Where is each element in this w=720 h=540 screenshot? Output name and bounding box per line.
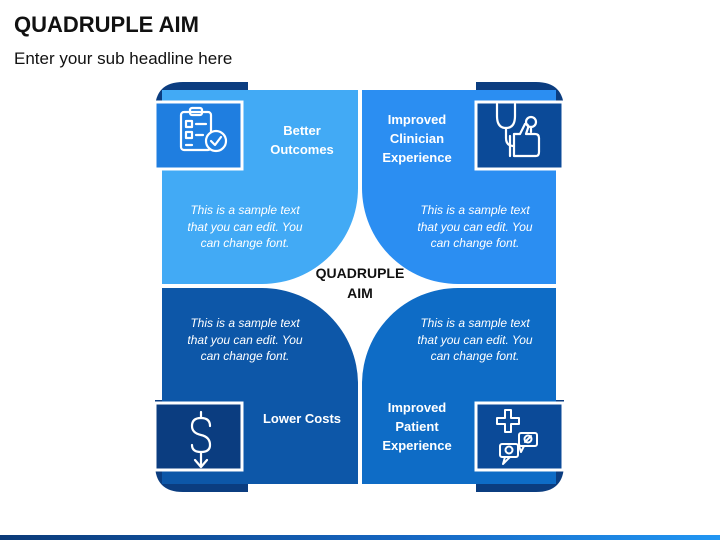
text-top-left: This is a sample text that you can edit.… [187,203,303,250]
stethoscope-thumbs-up-icon [495,102,541,158]
heading-lower-costs: Lower Costs [262,411,341,426]
heading-improved-patient-experience: Improved Patient Experience [382,400,452,453]
page-subtitle: Enter your sub headline here [14,49,233,68]
dollar-down-icon [190,410,212,469]
text-bottom-right: This is a sample text that you can edit.… [417,316,533,363]
medical-chat-icon [496,409,538,465]
icon-box-bottom-left [153,401,244,472]
heading-better-outcomes: Better Outcomes [270,123,334,157]
text-bottom-left: This is a sample text that you can edit.… [187,316,303,363]
heading-improved-clinician-experience: Improved Clinician Experience [382,112,452,165]
center-star [262,188,458,384]
icon-box-top-right [474,100,565,171]
page-title: QUADRUPLE AIM [14,12,199,37]
text-top-right: This is a sample text that you can edit.… [417,203,533,250]
checklist-icon [179,106,228,153]
center-label: QUADRUPLE AIM [315,265,405,301]
bottom-accent-bar [0,535,720,540]
